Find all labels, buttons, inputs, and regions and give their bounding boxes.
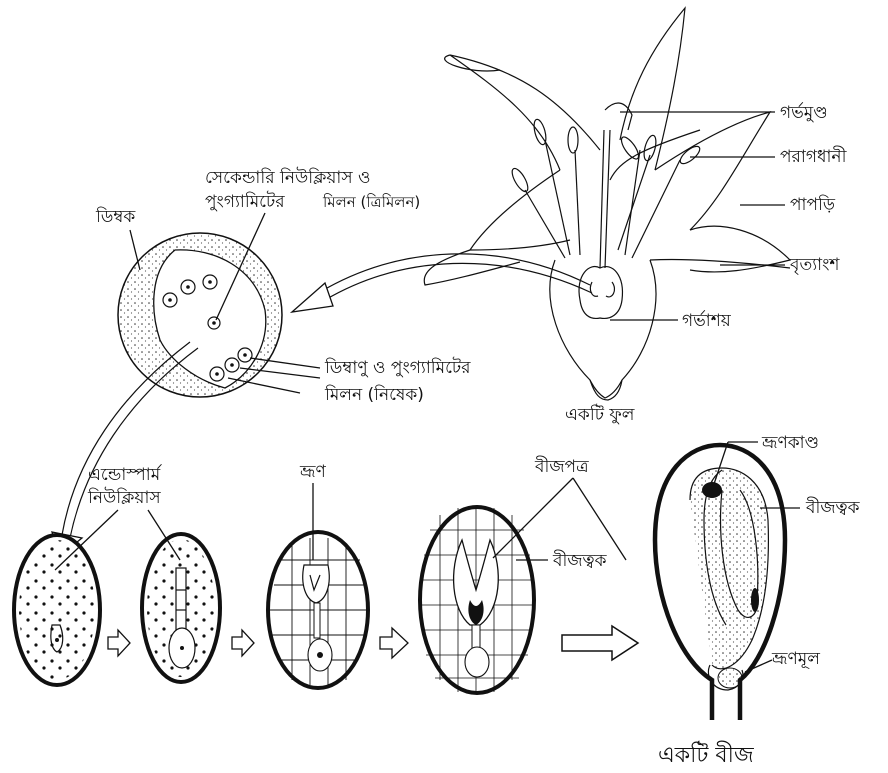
label-endosperm-1: এন্ডোস্পার্ম [88,464,162,485]
label-ovule: ডিম্বক [95,206,136,227]
label-anther: পরাগধানী [780,146,848,167]
arrow-stage-1-2 [108,630,130,656]
stage-1 [14,535,100,685]
label-embryo: ভ্রূণ [299,462,326,482]
ovule-drawing [52,233,282,556]
label-triple-fusion-2a: পুংগ্যামিটের [205,191,285,212]
arrow-stage-2-3 [232,630,254,656]
arrow-flower-to-ovule [292,254,592,312]
label-endosperm-2: নিউক্লিয়াস [87,487,161,508]
arrow-stage-3-4 [380,628,408,658]
arrow-stage-4-seed [562,626,638,660]
caption-flower: একটি ফুল [565,404,635,425]
flower-drawing [424,8,790,400]
label-plumule: ভ্রূণকাণ্ড [761,433,819,453]
label-seed-coat: বীজত্বক [805,497,861,518]
label-petal: পাপড়ি [790,194,836,215]
label-triple-fusion-2b: মিলন (ত্রিমিলন) [322,193,420,211]
label-triple-fusion-1: সেকেন্ডারি নিউক্লিয়াস ও [205,167,371,188]
stage-2 [142,534,220,682]
label-fertilization-2: মিলন (নিষেক) [324,384,424,405]
caption-seed: একটি বীজ [658,741,754,768]
label-pedicel: বৃত্যাংশ [789,255,840,275]
label-stigma: গর্ভমুণ্ড [780,102,828,123]
stage-3 [268,532,368,688]
label-radicle: ভ্রূণমূল [771,649,820,669]
label-ovary: গর্ভাশয় [682,310,732,331]
label-cotyledon: বীজপত্র [534,456,589,477]
label-seed-coat-mid: বীজত্বক [552,550,608,571]
label-fertilization-1: ডিম্বাণু ও পুংগ্যামিটের [324,357,471,378]
seed-drawing [655,445,785,720]
